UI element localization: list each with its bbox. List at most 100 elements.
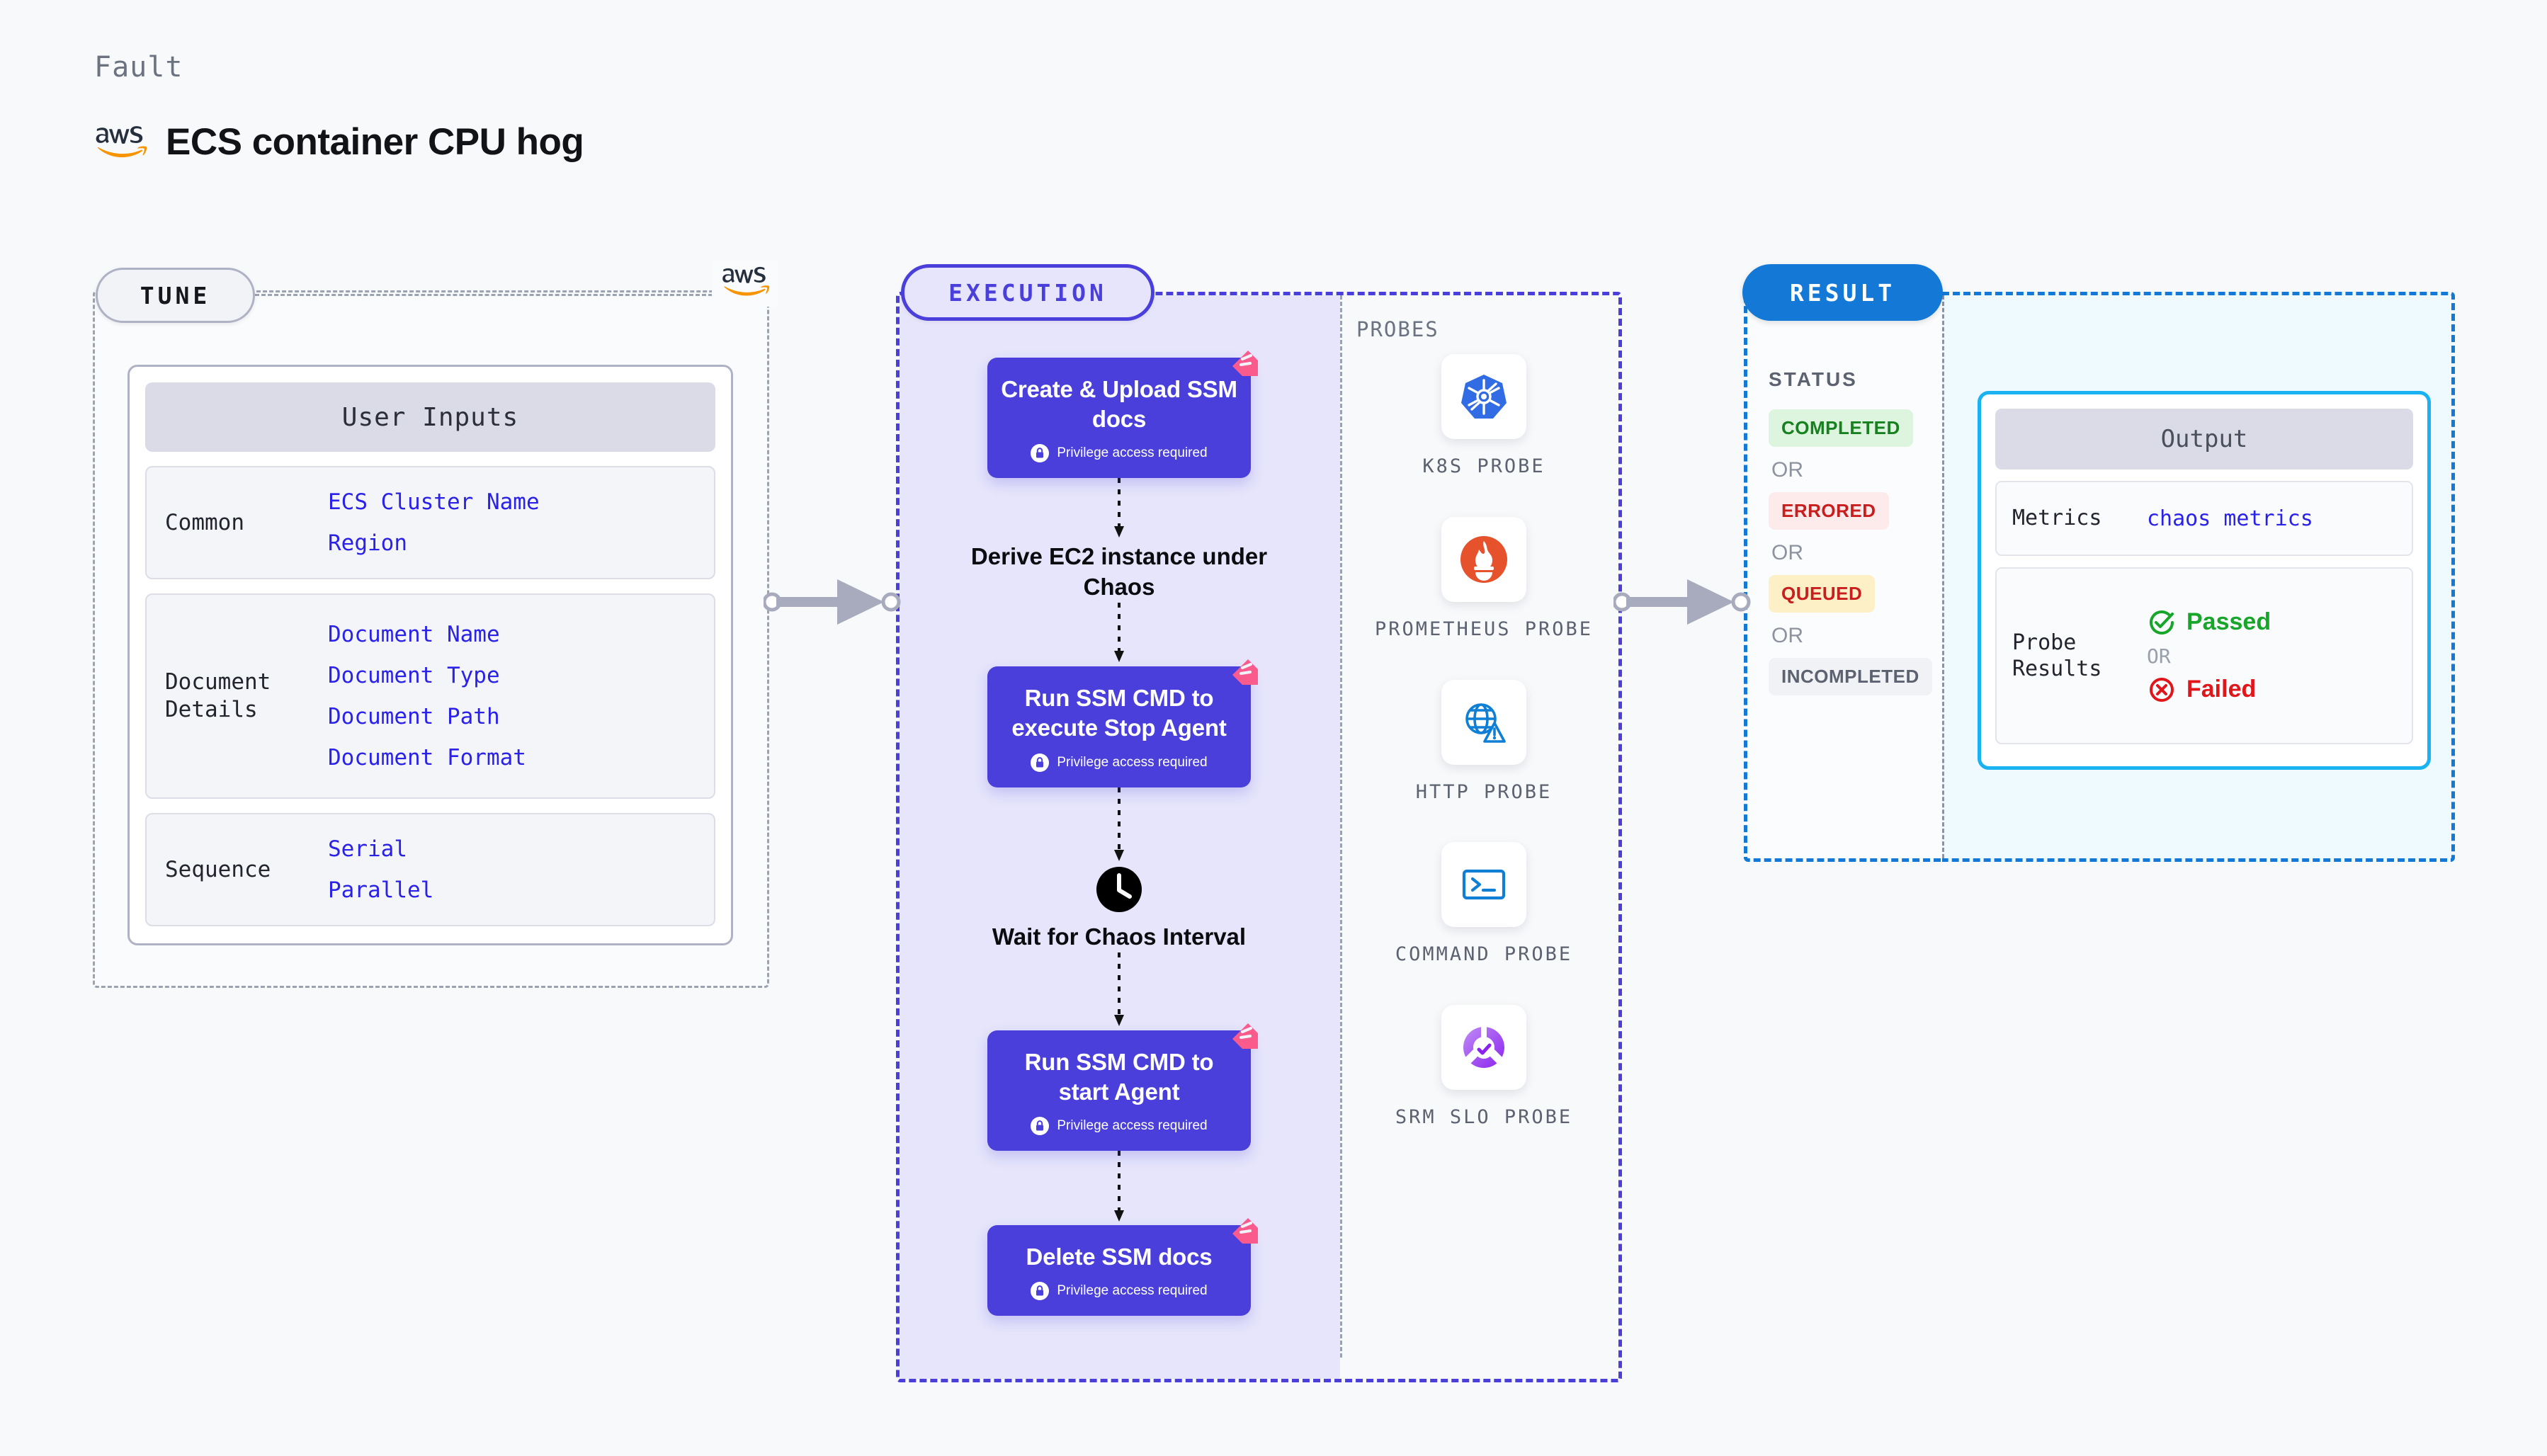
status-or: OR (1771, 624, 1803, 647)
tune-pill-label: TUNE (96, 268, 255, 323)
flow-arrow (1114, 787, 1124, 861)
status-divider (1942, 295, 1944, 858)
flow-arrow (1114, 603, 1124, 663)
input-document-path[interactable]: Document Path (328, 704, 500, 729)
status-badge-incompleted: INCOMPLETED (1769, 658, 1932, 695)
probe-results-label: Probe Results (2012, 630, 2102, 682)
privilege-text: Privilege access required (1057, 1118, 1208, 1134)
failed-label: Failed (2186, 676, 2257, 703)
user-inputs-header: User Inputs (145, 382, 715, 452)
terminal-icon (1441, 842, 1526, 928)
input-sequence-serial[interactable]: Serial (328, 836, 407, 862)
execution-panel (896, 292, 1622, 1382)
connector-tune-to-execution (762, 567, 905, 641)
probe-prometheus[interactable]: PROMETHEUS PROBE (1374, 516, 1594, 643)
status-or: OR (1771, 458, 1803, 482)
privilege-note: Privilege access required (1000, 1282, 1238, 1301)
lock-icon (1031, 753, 1050, 772)
status-or: OR (1771, 541, 1803, 564)
execution-node-run-ssm-cmd-stop-agent[interactable]: Run SSM CMD to execute Stop Agent Privil… (987, 659, 1258, 787)
execution-pill-label: EXECUTION (901, 264, 1155, 321)
privilege-text: Privilege access required (1057, 445, 1208, 461)
lock-icon (1031, 1117, 1050, 1136)
check-circle-icon (2150, 610, 2174, 635)
srm-slo-icon (1441, 1005, 1526, 1091)
connector-execution-to-result (1612, 567, 1755, 641)
input-document-name[interactable]: Document Name (328, 622, 500, 647)
status-badge-queued: QUEUED (1769, 575, 1876, 613)
kubernetes-icon (1441, 354, 1526, 439)
litmus-badge-icon (1227, 345, 1264, 385)
tune-section-common: Common ECS Cluster Name Region (145, 466, 715, 579)
execution-node-wait-for-chaos-interval: Wait for Chaos Interval (992, 865, 1246, 952)
execution-node-create-upload-ssm-docs[interactable]: Create & Upload SSM docs Privilege acces… (987, 351, 1258, 479)
input-document-format[interactable]: Document Format (328, 745, 526, 770)
fault-kicker: Fault (94, 51, 183, 84)
section-label: Document Details (165, 669, 271, 722)
tune-section-sequence: Sequence Serial Parallel (145, 813, 715, 926)
x-circle-icon (2150, 677, 2174, 702)
status-heading: STATUS (1769, 368, 1858, 390)
probe-result-passed: Passed (2147, 608, 2271, 637)
flow-arrow (1114, 478, 1124, 538)
status-options: COMPLETED OR ERRORED OR QUEUED OR INCOMP… (1769, 409, 1932, 695)
execution-node-derive-ec2-instance: Derive EC2 instance under Chaos (960, 542, 1278, 603)
section-label: Common (165, 509, 244, 535)
input-region[interactable]: Region (328, 530, 407, 556)
flow-arrow (1114, 1151, 1124, 1222)
metrics-value[interactable]: chaos metrics (2147, 506, 2313, 531)
execution-flow: Create & Upload SSM docs Privilege acces… (960, 351, 1278, 1316)
http-globe-warning-icon (1441, 679, 1526, 765)
probe-command[interactable]: COMMAND PROBE (1395, 842, 1572, 968)
probe-label: K8S PROBE (1422, 455, 1545, 477)
execution-node-delete-ssm-docs[interactable]: Delete SSM docs Privilege access require… (987, 1218, 1258, 1316)
output-row-probe-results: Probe Results Passed OR Failed (1995, 567, 2413, 744)
probes-list: K8S PROBE PROMETHEUS PROBE (1367, 354, 1601, 1131)
passed-label: Passed (2186, 608, 2271, 635)
node-title: Create & Upload SSM docs (1001, 376, 1237, 433)
tune-section-document-details: Document Details Document Name Document … (145, 593, 715, 799)
node-title: Run SSM CMD to execute Stop Agent (1011, 685, 1227, 741)
output-header: Output (1995, 409, 2413, 470)
node-title: Run SSM CMD to start Agent (1024, 1048, 1214, 1105)
flow-arrow (1114, 952, 1124, 1026)
node-title: Derive EC2 instance under Chaos (970, 543, 1268, 601)
result-pill-label: RESULT (1742, 264, 1943, 321)
input-ecs-cluster-name[interactable]: ECS Cluster Name (328, 489, 540, 515)
probe-result-or: OR (2147, 644, 2171, 668)
input-document-type[interactable]: Document Type (328, 663, 500, 688)
litmus-badge-icon (1227, 654, 1264, 694)
status-badge-completed: COMPLETED (1769, 409, 1913, 447)
fault-title-row: ECS container CPU hog (92, 120, 584, 164)
metrics-label: Metrics (2012, 506, 2102, 531)
output-row-metrics: Metrics chaos metrics (1995, 481, 2413, 556)
section-label: Sequence (165, 856, 271, 882)
probe-srm-slo[interactable]: SRM SLO PROBE (1395, 1005, 1572, 1131)
aws-logo-icon (92, 123, 147, 161)
lock-icon (1031, 1282, 1050, 1301)
privilege-note: Privilege access required (1000, 1117, 1238, 1136)
user-inputs-card: User Inputs Common ECS Cluster Name Regi… (127, 365, 733, 945)
probe-label: PROMETHEUS PROBE (1374, 618, 1594, 640)
execution-node-run-ssm-cmd-start-agent[interactable]: Run SSM CMD to start Agent Privilege acc… (987, 1023, 1258, 1151)
probe-k8s[interactable]: K8S PROBE (1422, 354, 1545, 480)
litmus-badge-icon (1227, 1212, 1264, 1253)
probe-result-failed: Failed (2147, 675, 2271, 705)
probe-label: SRM SLO PROBE (1395, 1106, 1573, 1129)
privilege-text: Privilege access required (1057, 1283, 1208, 1299)
page-title: ECS container CPU hog (166, 121, 584, 163)
privilege-note: Privilege access required (1000, 444, 1238, 463)
privilege-text: Privilege access required (1057, 754, 1208, 770)
prometheus-icon (1441, 516, 1526, 602)
lock-icon (1031, 444, 1050, 463)
output-card: Output Metrics chaos metrics Probe Resul… (1978, 391, 2431, 770)
probe-label: COMMAND PROBE (1395, 943, 1573, 966)
probe-label: HTTP PROBE (1415, 780, 1553, 803)
probe-http[interactable]: HTTP PROBE (1415, 679, 1553, 806)
status-badge-errored: ERRORED (1769, 492, 1889, 530)
privilege-note: Privilege access required (1000, 753, 1238, 772)
input-sequence-parallel[interactable]: Parallel (328, 877, 434, 903)
litmus-badge-icon (1227, 1018, 1264, 1058)
clock-icon (1096, 866, 1142, 912)
